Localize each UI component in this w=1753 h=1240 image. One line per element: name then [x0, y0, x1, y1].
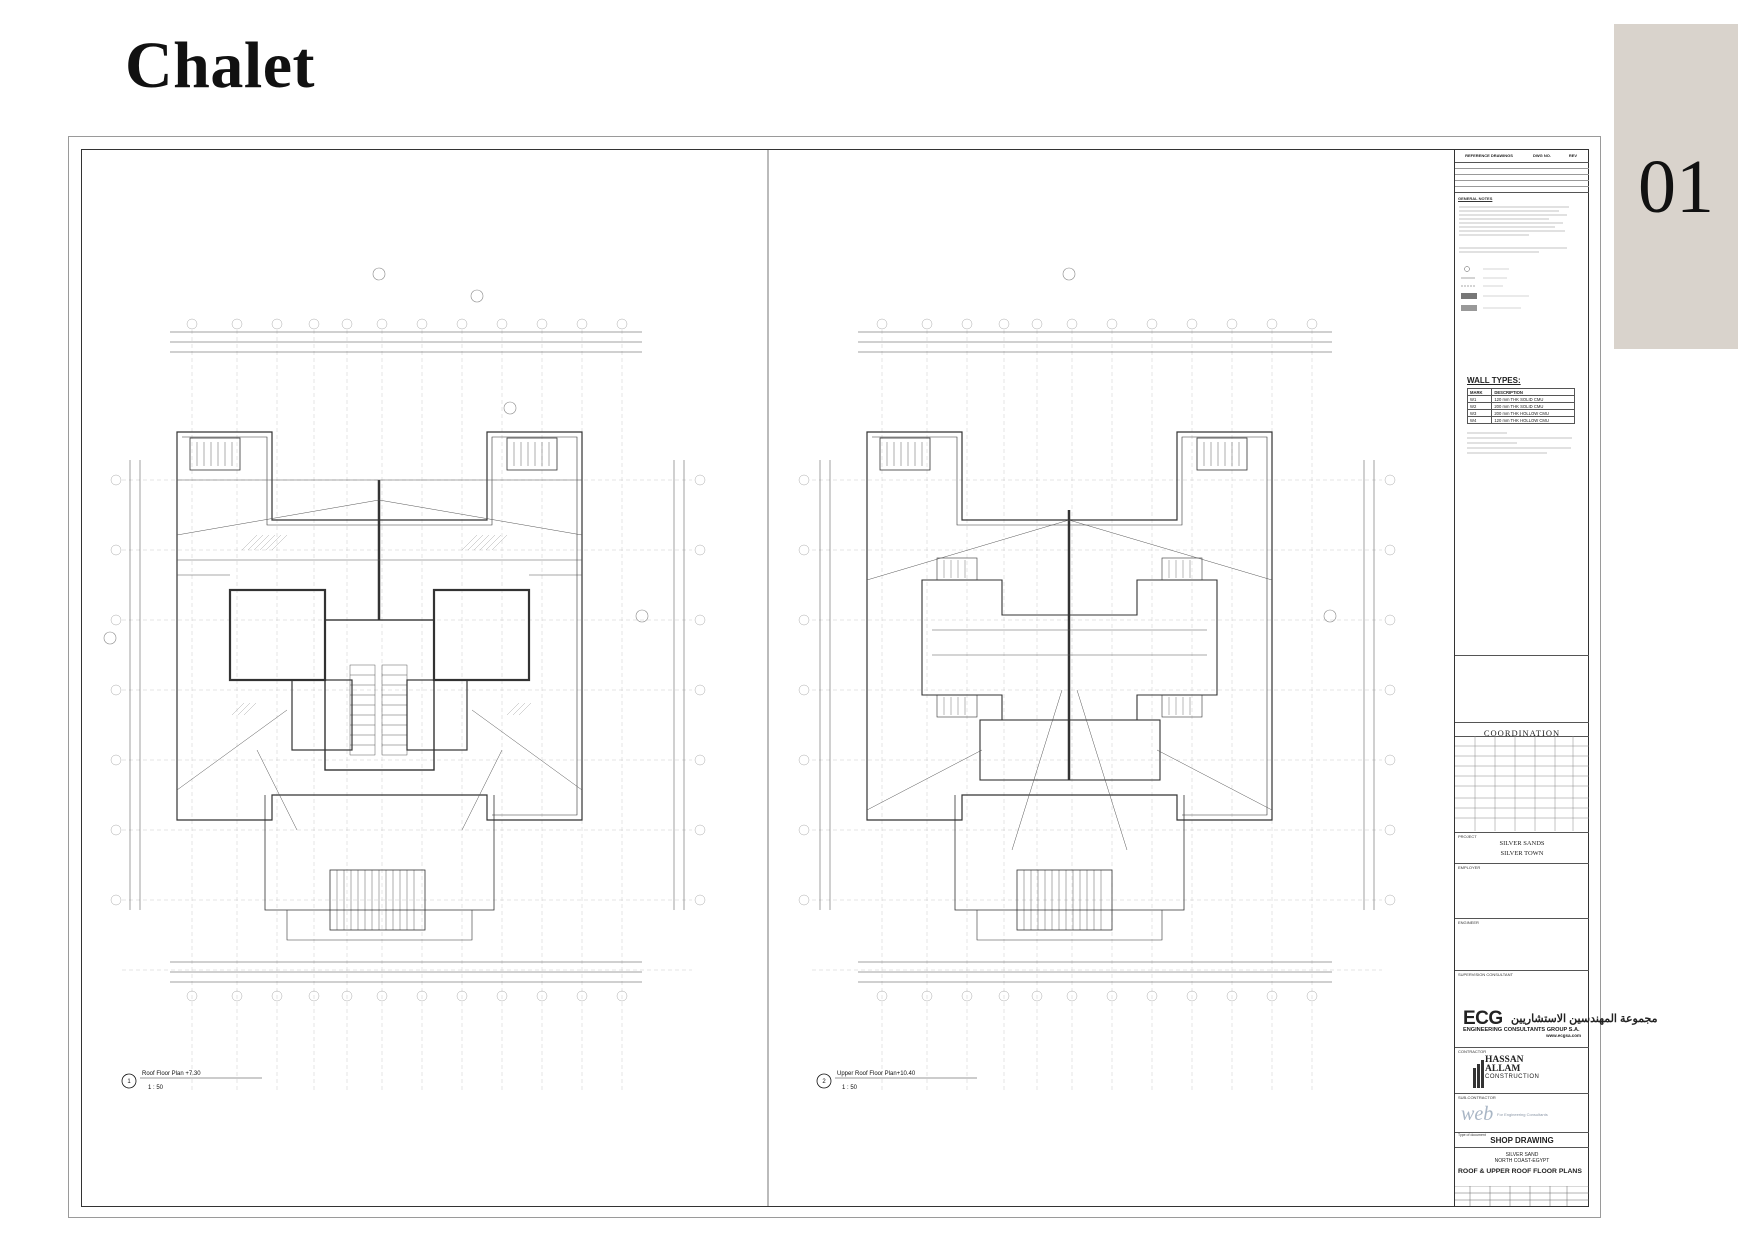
table-cell: 120 mm THK SOLID CMU — [1491, 395, 1575, 403]
general-notes-text — [1459, 206, 1569, 311]
reference-drawings-label: REFERENCE DRAWINGS — [1465, 153, 1513, 158]
floor-plans: 1 Roof Floor Plan +7.30 1 : 50 — [103, 150, 1396, 1206]
subcontractor-sub: For Engineering Consultants — [1497, 1112, 1548, 1117]
employer-label: EMPLOYER — [1458, 865, 1481, 870]
ecg-full-name: ENGINEERING CONSULTANTS GROUP S.A. — [1463, 1027, 1580, 1033]
table-cell: W3 — [1466, 409, 1493, 417]
plan-1-number: 1 — [127, 1079, 131, 1085]
table-row: W3 200 mm THK HOLLOW CMU — [1466, 409, 1575, 417]
table-cell: W1 — [1466, 395, 1493, 403]
page-title: Chalet — [125, 29, 315, 102]
table-row: MARK DESCRIPTION — [1466, 388, 1575, 396]
drawing-sheet: 1 Roof Floor Plan +7.30 1 : 50 — [68, 136, 1658, 1218]
plan-2-scale: 1 : 50 — [842, 1085, 858, 1091]
title-block: REFERENCE DRAWINGS DWG NO. REV GENERAL N… — [1454, 150, 1658, 1206]
revision-grid — [1455, 1186, 1589, 1206]
document-type: SHOP DRAWING — [1490, 1136, 1554, 1145]
plan-2-number: 2 — [822, 1079, 826, 1085]
site-line-2: NORTH COAST-EGYPT — [1494, 1158, 1550, 1164]
engineer-label: ENGINEER — [1458, 920, 1479, 925]
dwg-no-label: DWG NO. — [1533, 153, 1551, 158]
consultant-label: SUPERVISION CONSULTANT — [1458, 972, 1513, 977]
table-cell: W2 — [1466, 402, 1493, 410]
plan-1-scale: 1 : 50 — [148, 1085, 164, 1091]
drawing-frame: 1 Roof Floor Plan +7.30 1 : 50 — [81, 149, 1658, 1207]
wall-types-title: WALL TYPES: — [1467, 376, 1521, 385]
contractor-sub: CONSTRUCTION — [1485, 1074, 1540, 1080]
ecg-website: www.ecgsa.com — [1546, 1033, 1581, 1038]
ecg-logo: ECG مجموعة المهندسين الاستشاريين ENGINEE… — [1463, 1008, 1658, 1038]
coordination-grid — [1455, 736, 1589, 831]
page-number: 01 — [1638, 145, 1714, 229]
roof-floor-plan — [103, 267, 706, 1090]
ecg-arabic-name: مجموعة المهندسين الاستشاريين — [1511, 1013, 1658, 1025]
table-row: W2 200 mm THK SOLID CMU — [1466, 402, 1575, 410]
document-type-label: Type of document — [1458, 1133, 1486, 1137]
table-header: DESCRIPTION — [1491, 388, 1575, 396]
contractor-label: CONTRACTOR — [1458, 1049, 1487, 1054]
table-cell: 200 mm THK SOLID CMU — [1491, 402, 1575, 410]
general-notes-title: GENERAL NOTES — [1458, 196, 1493, 201]
plan-2-title: Upper Roof Floor Plan+10.40 — [837, 1071, 916, 1077]
table-cell: W4 — [1466, 416, 1493, 424]
table-cell: 200 mm THK HOLLOW CMU — [1491, 409, 1575, 417]
table-row: W4 120 mm THK HOLLOW CMU — [1466, 416, 1575, 424]
wall-notes-text — [1467, 432, 1572, 454]
contractor-name-2: ALLAM — [1485, 1064, 1521, 1074]
site-line-1: SILVER SAND — [1505, 1152, 1539, 1158]
hassan-allam-icon — [1473, 1060, 1484, 1088]
wall-types: WALL TYPES: MARK DESCRIPTION W1 120 mm T… — [1466, 376, 1577, 461]
subcontractor-logo: web — [1461, 1103, 1494, 1125]
project-town: SILVER TOWN — [1500, 850, 1544, 857]
project-name: SILVER SANDS — [1499, 840, 1545, 847]
table-row: W1 120 mm THK SOLID CMU — [1466, 395, 1575, 403]
rev-label: REV — [1568, 153, 1578, 158]
project-label: PROJECT — [1458, 834, 1477, 839]
subcontractor-label: SUB-CONTRACTOR — [1458, 1095, 1496, 1100]
plan-1-title: Roof Floor Plan +7.30 — [142, 1071, 201, 1077]
table-cell: 120 mm THK HOLLOW CMU — [1491, 416, 1575, 424]
page-number-tab: 01 — [1614, 24, 1738, 349]
upper-roof-floor-plan — [798, 267, 1396, 1090]
contractor-name-1: HASSAN — [1485, 1055, 1524, 1065]
sheet-title: ROOF & UPPER ROOF FLOOR PLANS — [1458, 1168, 1582, 1175]
contractor-logo: HASSAN ALLAM CONSTRUCTION — [1485, 1055, 1540, 1080]
coordination-title: COORDINATION — [1483, 728, 1561, 738]
ecg-mark: ECG — [1463, 1008, 1503, 1029]
table-header: MARK — [1466, 388, 1493, 396]
wall-types-table: MARK DESCRIPTION W1 120 mm THK SOLID CMU… — [1466, 388, 1575, 424]
